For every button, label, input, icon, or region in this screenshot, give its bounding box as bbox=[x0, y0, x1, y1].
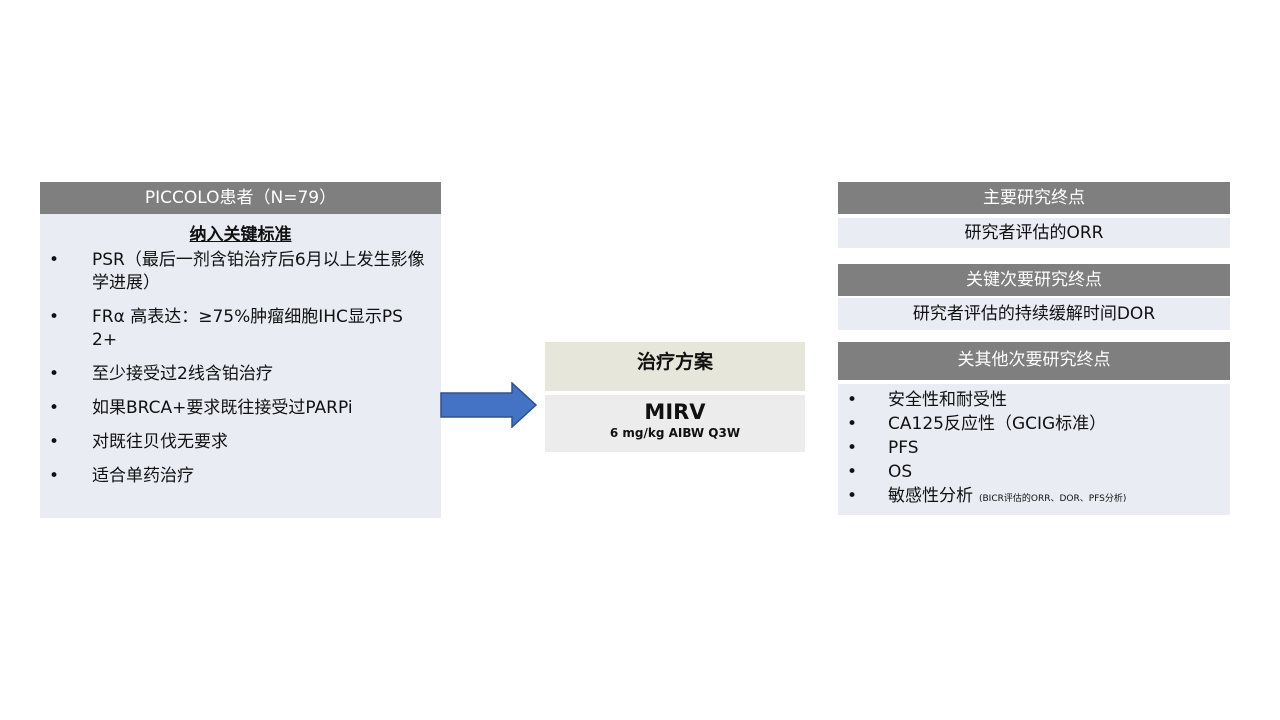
treatment-body: MIRV 6 mg/kg AIBW Q3W bbox=[545, 395, 805, 452]
patient-panel-header: PICCOLO患者（N=79） bbox=[40, 182, 441, 214]
criteria-text: FRα 高表达：≥75%肿瘤细胞IHC显示PS 2+ bbox=[92, 307, 403, 350]
right-arrow-icon bbox=[440, 382, 538, 428]
bullet-icon: • bbox=[847, 414, 858, 434]
sensitivity-analysis-note: (BICR评估的ORR、DOR、PFS分析) bbox=[979, 494, 1127, 504]
primary-endpoint-value: 研究者评估的ORR bbox=[838, 218, 1230, 248]
other-endpoint-text: PFS bbox=[888, 438, 919, 458]
other-endpoint-text: CA125反应性（GCIG标准） bbox=[888, 414, 1107, 434]
arrow-shape bbox=[440, 382, 538, 428]
other-endpoint-text: 敏感性分析 bbox=[888, 486, 973, 506]
list-item: • OS bbox=[838, 460, 1230, 484]
criteria-text: 至少接受过2线含铂治疗 bbox=[92, 364, 273, 384]
bullet-icon: • bbox=[49, 432, 60, 452]
patient-panel: PICCOLO患者（N=79） 纳入关键标准 • PSR（最后一剂含铂治疗后6月以… bbox=[40, 182, 441, 518]
criteria-item: • 对既往贝伐无要求 bbox=[40, 431, 441, 454]
list-item: • CA125反应性（GCIG标准） bbox=[838, 412, 1230, 436]
bullet-icon: • bbox=[49, 250, 60, 270]
other-secondary-endpoint-header: 关其他次要研究终点 bbox=[838, 342, 1230, 380]
criteria-item: • PSR（最后一剂含铂治疗后6月以上发生影像学进展） bbox=[40, 249, 441, 295]
criteria-text: 如果BRCA+要求既往接受过PARPi bbox=[92, 398, 353, 418]
list-item: • PFS bbox=[838, 436, 1230, 460]
inclusion-criteria-list: • PSR（最后一剂含铂治疗后6月以上发生影像学进展） • FRα 高表达：≥75%… bbox=[40, 249, 441, 488]
criteria-text: 对既往贝伐无要求 bbox=[92, 432, 228, 452]
bullet-icon: • bbox=[847, 486, 858, 506]
treatment-dose: 6 mg/kg AIBW Q3W bbox=[609, 426, 741, 440]
treatment-header: 治疗方案 bbox=[545, 342, 805, 391]
other-endpoint-text: OS bbox=[888, 462, 913, 482]
inclusion-criteria-title: 纳入关键标准 bbox=[189, 225, 292, 245]
criteria-item: • FRα 高表达：≥75%肿瘤细胞IHC显示PS 2+ bbox=[40, 306, 441, 352]
treatment-box: 治疗方案 MIRV 6 mg/kg AIBW Q3W bbox=[545, 342, 805, 452]
key-secondary-endpoint-value: 研究者评估的持续缓解时间DOR bbox=[838, 298, 1230, 330]
criteria-item: • 至少接受过2线含铂治疗 bbox=[40, 363, 441, 386]
bullet-icon: • bbox=[847, 438, 858, 458]
list-item: • 敏感性分析 (BICR评估的ORR、DOR、PFS分析) bbox=[838, 484, 1230, 511]
key-secondary-endpoint-header: 关键次要研究终点 bbox=[838, 264, 1230, 296]
treatment-drug: MIRV bbox=[644, 400, 706, 424]
other-endpoint-list: • 安全性和耐受性 • CA125反应性（GCIG标准） • PFS • OS • 敏感性… bbox=[838, 388, 1230, 511]
criteria-item: • 适合单药治疗 bbox=[40, 465, 441, 488]
criteria-text: PSR（最后一剂含铂治疗后6月以上发生影像学进展） bbox=[92, 250, 425, 293]
bullet-icon: • bbox=[49, 466, 60, 486]
list-item: • 安全性和耐受性 bbox=[838, 388, 1230, 412]
other-endpoint-text: 安全性和耐受性 bbox=[888, 390, 1007, 410]
criteria-item: • 如果BRCA+要求既往接受过PARPi bbox=[40, 397, 441, 420]
other-secondary-endpoint-body: • 安全性和耐受性 • CA125反应性（GCIG标准） • PFS • OS • 敏感性… bbox=[838, 384, 1230, 515]
criteria-text: 适合单药治疗 bbox=[92, 466, 194, 486]
bullet-icon: • bbox=[847, 390, 858, 410]
primary-endpoint-header: 主要研究终点 bbox=[838, 182, 1230, 214]
bullet-icon: • bbox=[49, 364, 60, 384]
bullet-icon: • bbox=[847, 462, 858, 482]
bullet-icon: • bbox=[49, 307, 60, 327]
bullet-icon: • bbox=[49, 398, 60, 418]
